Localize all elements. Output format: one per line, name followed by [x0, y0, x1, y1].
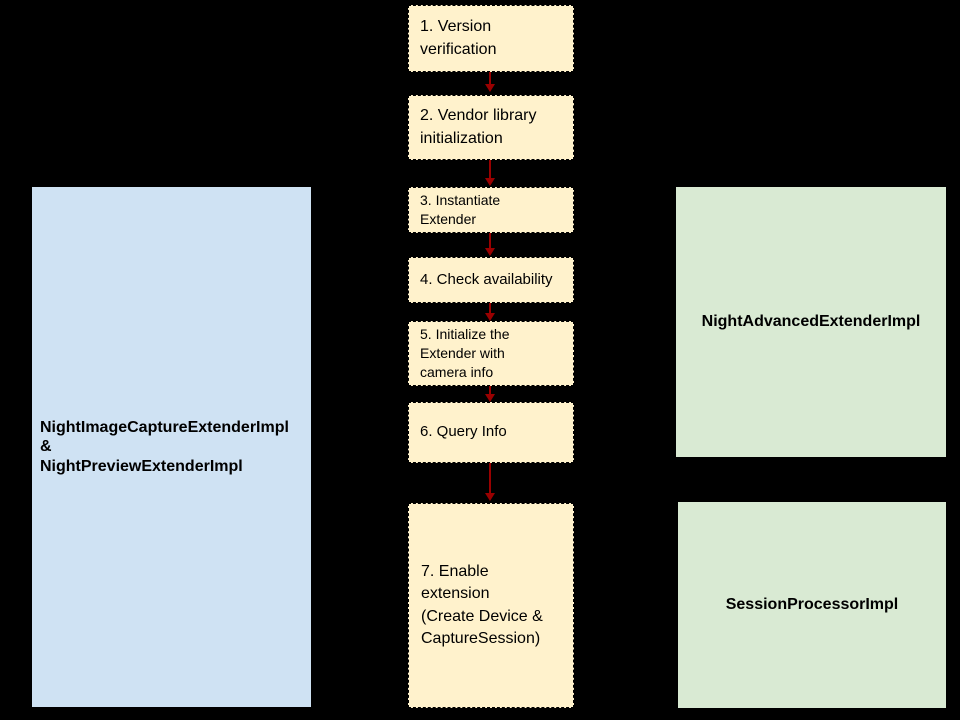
flow-arrow-5-6 — [485, 386, 495, 402]
step-box-2: 2. Vendor library initialization — [408, 95, 574, 160]
flow-arrow-6-7 — [485, 463, 495, 501]
step-box-4: 4. Check availability — [408, 257, 574, 303]
left-impl-box: NightImageCaptureExtenderImpl & NightPre… — [32, 187, 311, 707]
step-label-1: 1. Version verification — [420, 18, 497, 58]
right-impl-box-advanced: NightAdvancedExtenderImpl — [676, 187, 946, 457]
flow-arrow-3-4 — [485, 233, 495, 256]
right-impl-label-advanced: NightAdvancedExtenderImpl — [701, 313, 921, 330]
flow-arrow-4-5 — [485, 303, 495, 321]
step-label-2: 2. Vendor library initialization — [420, 107, 537, 147]
flow-arrow-2-3 — [485, 160, 495, 186]
flow-arrow-1-2 — [485, 72, 495, 92]
step-box-5: 5. Initialize the Extender with camera i… — [408, 321, 574, 386]
step-label-3: 3. Instantiate Extender — [420, 191, 501, 227]
step-box-1: 1. Version verification — [408, 5, 574, 72]
step-box-7: 7. Enable extension (Create Device & Cap… — [408, 503, 574, 708]
right-impl-label-session: SessionProcessorImpl — [725, 596, 899, 613]
step-label-7: 7. Enable extension (Create Device & Cap… — [421, 563, 543, 647]
step-label-5: 5. Initialize the Extender with camera i… — [420, 325, 510, 381]
right-impl-box-session: SessionProcessorImpl — [678, 502, 946, 708]
step-box-6: 6. Query Info — [408, 402, 574, 463]
step-box-3: 3. Instantiate Extender — [408, 187, 574, 233]
step-label-6: 6. Query Info — [420, 423, 507, 441]
step-label-4: 4. Check availability — [420, 270, 553, 288]
left-impl-label: NightImageCaptureExtenderImpl & NightPre… — [40, 419, 289, 475]
